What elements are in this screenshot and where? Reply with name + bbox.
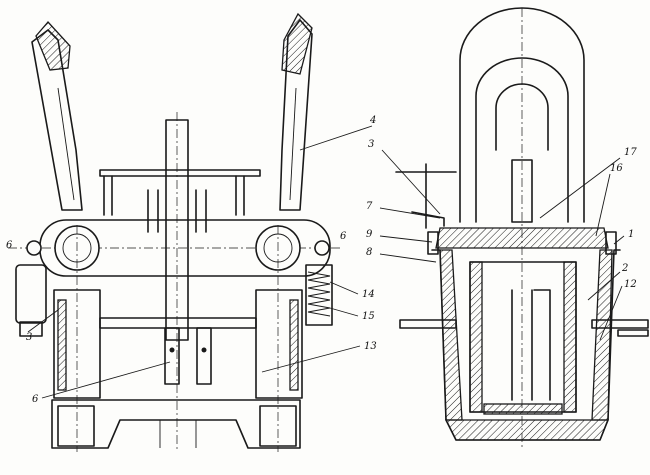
callout-13: 13 bbox=[364, 341, 377, 352]
callout-4: 4 bbox=[370, 115, 377, 126]
base-frame bbox=[51, 399, 301, 449]
callout-7: 7 bbox=[366, 201, 373, 212]
callout-14: 14 bbox=[362, 289, 375, 300]
callout-2: 2 bbox=[622, 263, 629, 274]
right-view bbox=[395, 7, 649, 450]
spring-unit bbox=[305, 264, 333, 326]
central-shaft bbox=[165, 112, 189, 450]
callout-6: 6 bbox=[32, 394, 39, 405]
section-mark-left: 6 bbox=[6, 240, 13, 251]
top-plate bbox=[99, 169, 261, 233]
callout-3-right: 3 bbox=[368, 139, 375, 150]
link-bar bbox=[8, 219, 340, 277]
leader-lines bbox=[27, 125, 625, 399]
left-bracket bbox=[15, 264, 47, 337]
callout-12: 12 bbox=[624, 279, 637, 290]
callout-8: 8 bbox=[366, 247, 373, 258]
callout-9: 9 bbox=[366, 229, 373, 240]
callout-17: 17 bbox=[624, 147, 637, 158]
middle-platform bbox=[99, 317, 257, 385]
columns bbox=[53, 225, 303, 452]
inner-cylinder bbox=[469, 261, 577, 415]
callout-15: 15 bbox=[362, 311, 375, 322]
callout-16: 16 bbox=[610, 163, 623, 174]
section-mark-right: 6 bbox=[340, 231, 347, 242]
side-plates bbox=[399, 319, 649, 337]
handle-rod bbox=[395, 163, 457, 229]
callout-3-left: 3 bbox=[26, 332, 33, 343]
callout-1: 1 bbox=[628, 229, 635, 240]
upper-cover bbox=[427, 227, 617, 255]
left-lever-arm bbox=[31, 21, 83, 211]
left-view bbox=[8, 12, 340, 452]
right-lever-arm bbox=[279, 12, 313, 211]
